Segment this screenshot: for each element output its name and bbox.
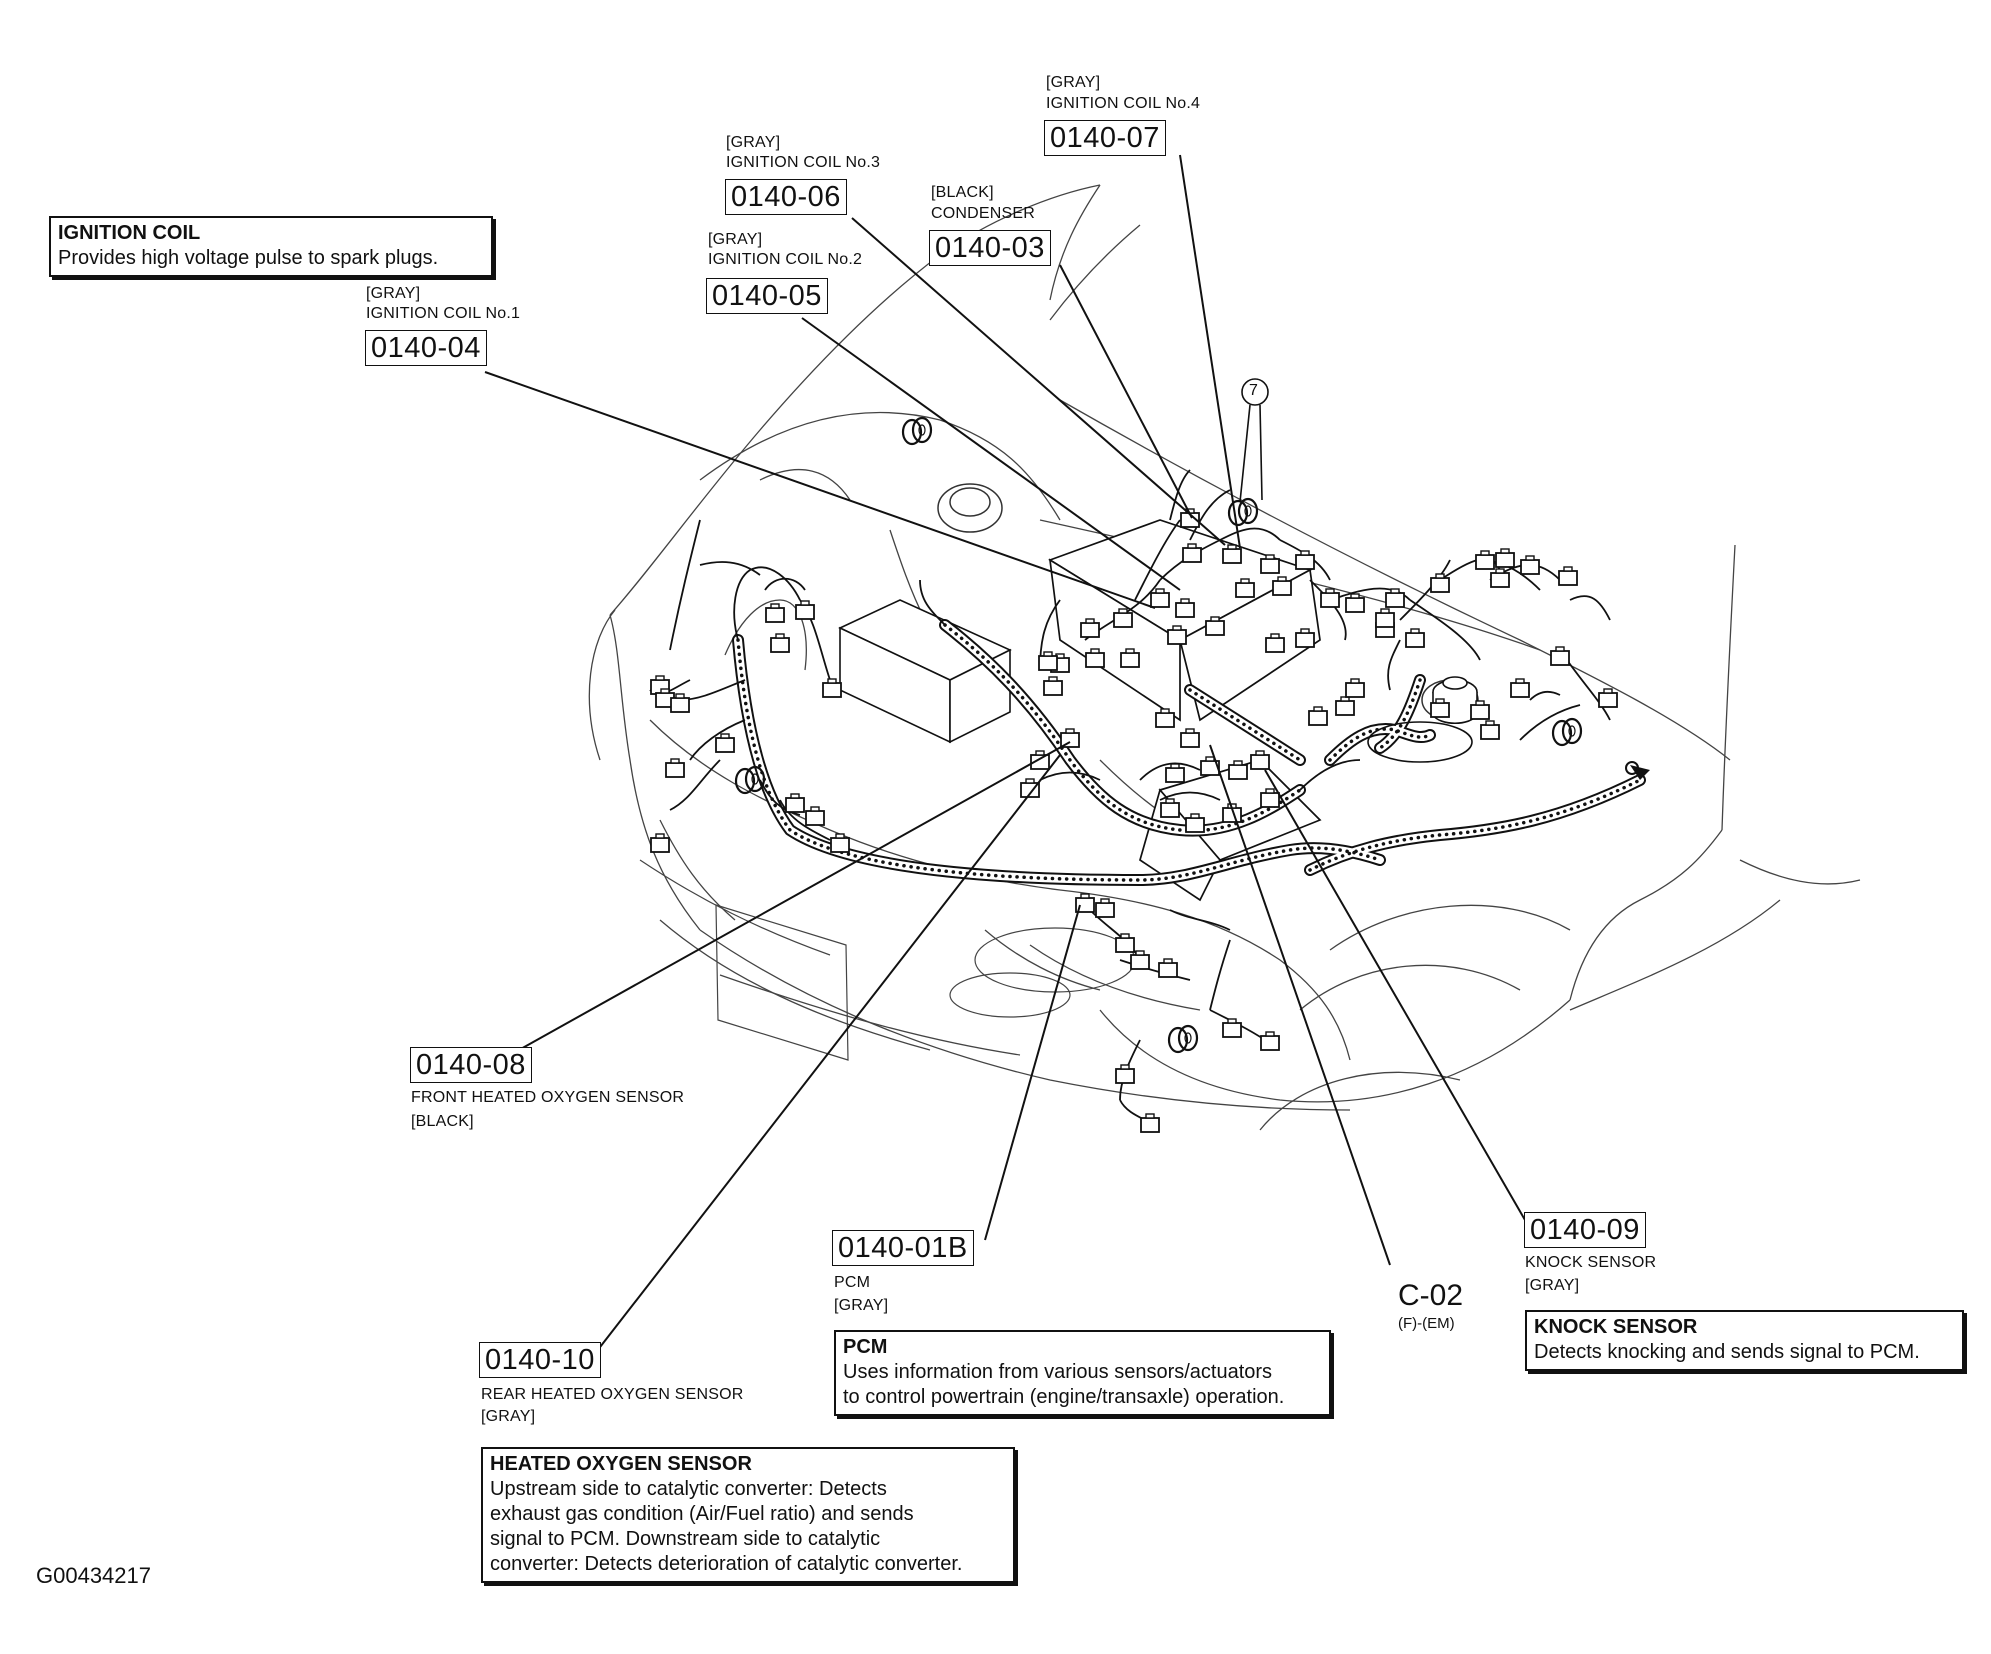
ignition-coil-title: IGNITION COIL	[58, 222, 201, 244]
c0140-05-name: IGNITION COIL No.2	[708, 251, 863, 268]
c0140-08-name: FRONT HEATED OXYGEN SENSOR	[411, 1089, 685, 1106]
c0140-01b-name: PCM	[834, 1274, 871, 1291]
heated-oxygen-sensor-title: HEATED OXYGEN SENSOR	[490, 1453, 752, 1475]
c0140-07-color: [GRAY]	[1046, 74, 1101, 91]
c0140-09-name: KNOCK SENSOR	[1525, 1254, 1657, 1271]
heated-oxygen-sensor-info: HEATED OXYGEN SENSOR Upstream side to ca…	[481, 1447, 1015, 1583]
battery	[838, 599, 1012, 744]
joint-connector-code: C-02	[1398, 1279, 1464, 1312]
c0140-03-name: CONDENSER	[931, 205, 1036, 222]
c0140-10-color: [GRAY]	[481, 1408, 536, 1425]
knock-sensor-text: Detects knocking and sends signal to PCM…	[1534, 1341, 1920, 1363]
c0140-10-name: REAR HEATED OXYGEN SENSOR	[481, 1386, 744, 1403]
grommets	[734, 416, 1583, 1054]
knock-sensor-info: KNOCK SENSOR Detects knocking and sends …	[1525, 1310, 1964, 1371]
c0140-04-color: [GRAY]	[366, 285, 421, 302]
c0140-05-code: 0140-05	[706, 278, 828, 314]
pcm-info: PCM Uses information from various sensor…	[834, 1330, 1331, 1416]
c0140-04-code: 0140-04	[365, 330, 487, 366]
ignition-coil-text: Provides high voltage pulse to spark plu…	[58, 247, 439, 269]
knock-sensor-title: KNOCK SENSOR	[1534, 1316, 1698, 1338]
c0140-04-name: IGNITION COIL No.1	[366, 305, 521, 322]
c0140-01b-color: [GRAY]	[834, 1297, 889, 1314]
c0140-09-color: [GRAY]	[1525, 1277, 1580, 1294]
c0140-07-name: IGNITION COIL No.4	[1046, 95, 1201, 112]
heated-oxygen-sensor-text: Upstream side to catalytic converter: De…	[490, 1478, 963, 1575]
c0140-06-color: [GRAY]	[726, 134, 781, 151]
c0140-08-code: 0140-08	[410, 1047, 532, 1083]
ground-marker-label: 7	[1249, 382, 1258, 399]
c0140-05-color: [GRAY]	[708, 231, 763, 248]
c0140-10-code: 0140-10	[479, 1342, 601, 1378]
c0140-03-code: 0140-03	[929, 230, 1051, 266]
c0140-08-color: [BLACK]	[411, 1113, 474, 1130]
c0140-06-name: IGNITION COIL No.3	[726, 154, 881, 171]
c0140-09-code: 0140-09	[1524, 1212, 1646, 1248]
c0140-06-code: 0140-06	[725, 179, 847, 215]
c0140-07-code: 0140-07	[1044, 120, 1166, 156]
joint-connector-sub: (F)-(EM)	[1398, 1315, 1455, 1332]
pcm-title: PCM	[843, 1336, 888, 1358]
leader-lines	[484, 154, 1526, 1361]
figure-id: G00434217	[36, 1563, 151, 1588]
ground-marker-7	[1239, 378, 1269, 503]
pcm-text: Uses information from various sensors/ac…	[843, 1361, 1285, 1408]
c0140-01b-code: 0140-01B	[832, 1230, 974, 1266]
ignition-coil-info: IGNITION COIL Provides high voltage puls…	[49, 216, 493, 277]
c0140-03-color: [BLACK]	[931, 184, 994, 201]
